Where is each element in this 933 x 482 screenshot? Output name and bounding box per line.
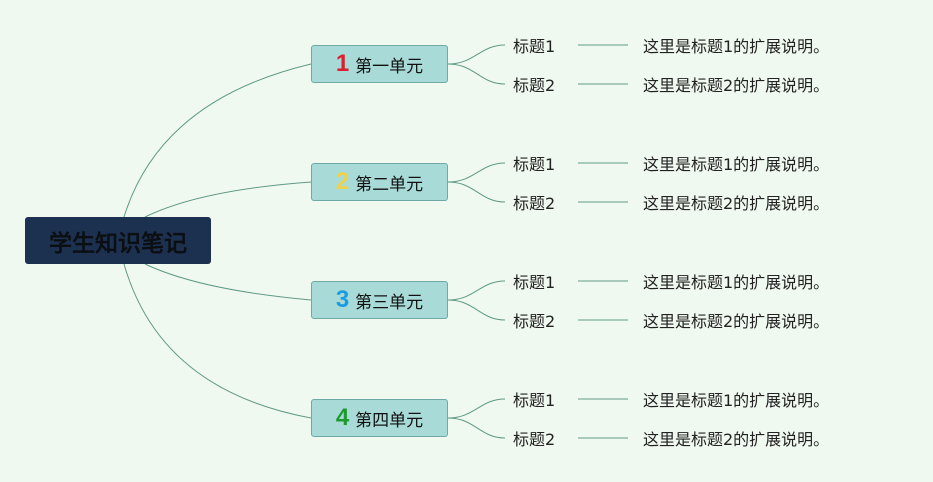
sub-branch-line: [447, 280, 506, 301]
topic-title[interactable]: 标题2: [513, 312, 556, 331]
number-icon: 4: [335, 404, 350, 431]
root-label: 学生知识笔记: [49, 230, 187, 257]
topic-title[interactable]: 标题1: [513, 37, 556, 56]
branch-line: [123, 63, 312, 218]
topic-title[interactable]: 标题1: [513, 391, 556, 410]
number-icon: 1: [335, 50, 350, 77]
topic-description[interactable]: 这里是标题1的扩展说明。: [643, 273, 830, 292]
number-icon: 3: [335, 286, 350, 313]
unit-label: 第二单元: [355, 174, 424, 195]
number-icon: 2: [335, 168, 350, 195]
topic-description[interactable]: 这里是标题2的扩展说明。: [643, 76, 830, 95]
topic-title[interactable]: 标题1: [513, 155, 556, 174]
unit-label: 第三单元: [355, 292, 424, 313]
sub-branch-line: [447, 162, 506, 183]
topic-title[interactable]: 标题2: [513, 76, 556, 95]
topic-description[interactable]: 这里是标题2的扩展说明。: [643, 430, 830, 449]
sub-branch-line: [447, 181, 506, 203]
unit-label: 第四单元: [355, 410, 424, 431]
unit-label: 第一单元: [355, 56, 424, 77]
root-node[interactable]: 学生知识笔记: [25, 217, 211, 264]
topic-description[interactable]: 这里是标题1的扩展说明。: [643, 37, 830, 56]
sub-branch-line: [447, 44, 506, 65]
sub-branch-line: [447, 398, 506, 419]
sub-branch-line: [447, 63, 506, 85]
sub-branch-line: [447, 299, 506, 321]
topic-description[interactable]: 这里是标题1的扩展说明。: [643, 155, 830, 174]
topic-title[interactable]: 标题1: [513, 273, 556, 292]
topic-title[interactable]: 标题2: [513, 430, 556, 449]
branch-line: [123, 263, 312, 419]
topic-description[interactable]: 这里是标题2的扩展说明。: [643, 194, 830, 213]
sub-branch-line: [447, 417, 506, 439]
topic-description[interactable]: 这里是标题2的扩展说明。: [643, 312, 830, 331]
topic-title[interactable]: 标题2: [513, 194, 556, 213]
branch-line: [144, 263, 312, 301]
branch-line: [144, 181, 312, 218]
topic-description[interactable]: 这里是标题1的扩展说明。: [643, 391, 830, 410]
